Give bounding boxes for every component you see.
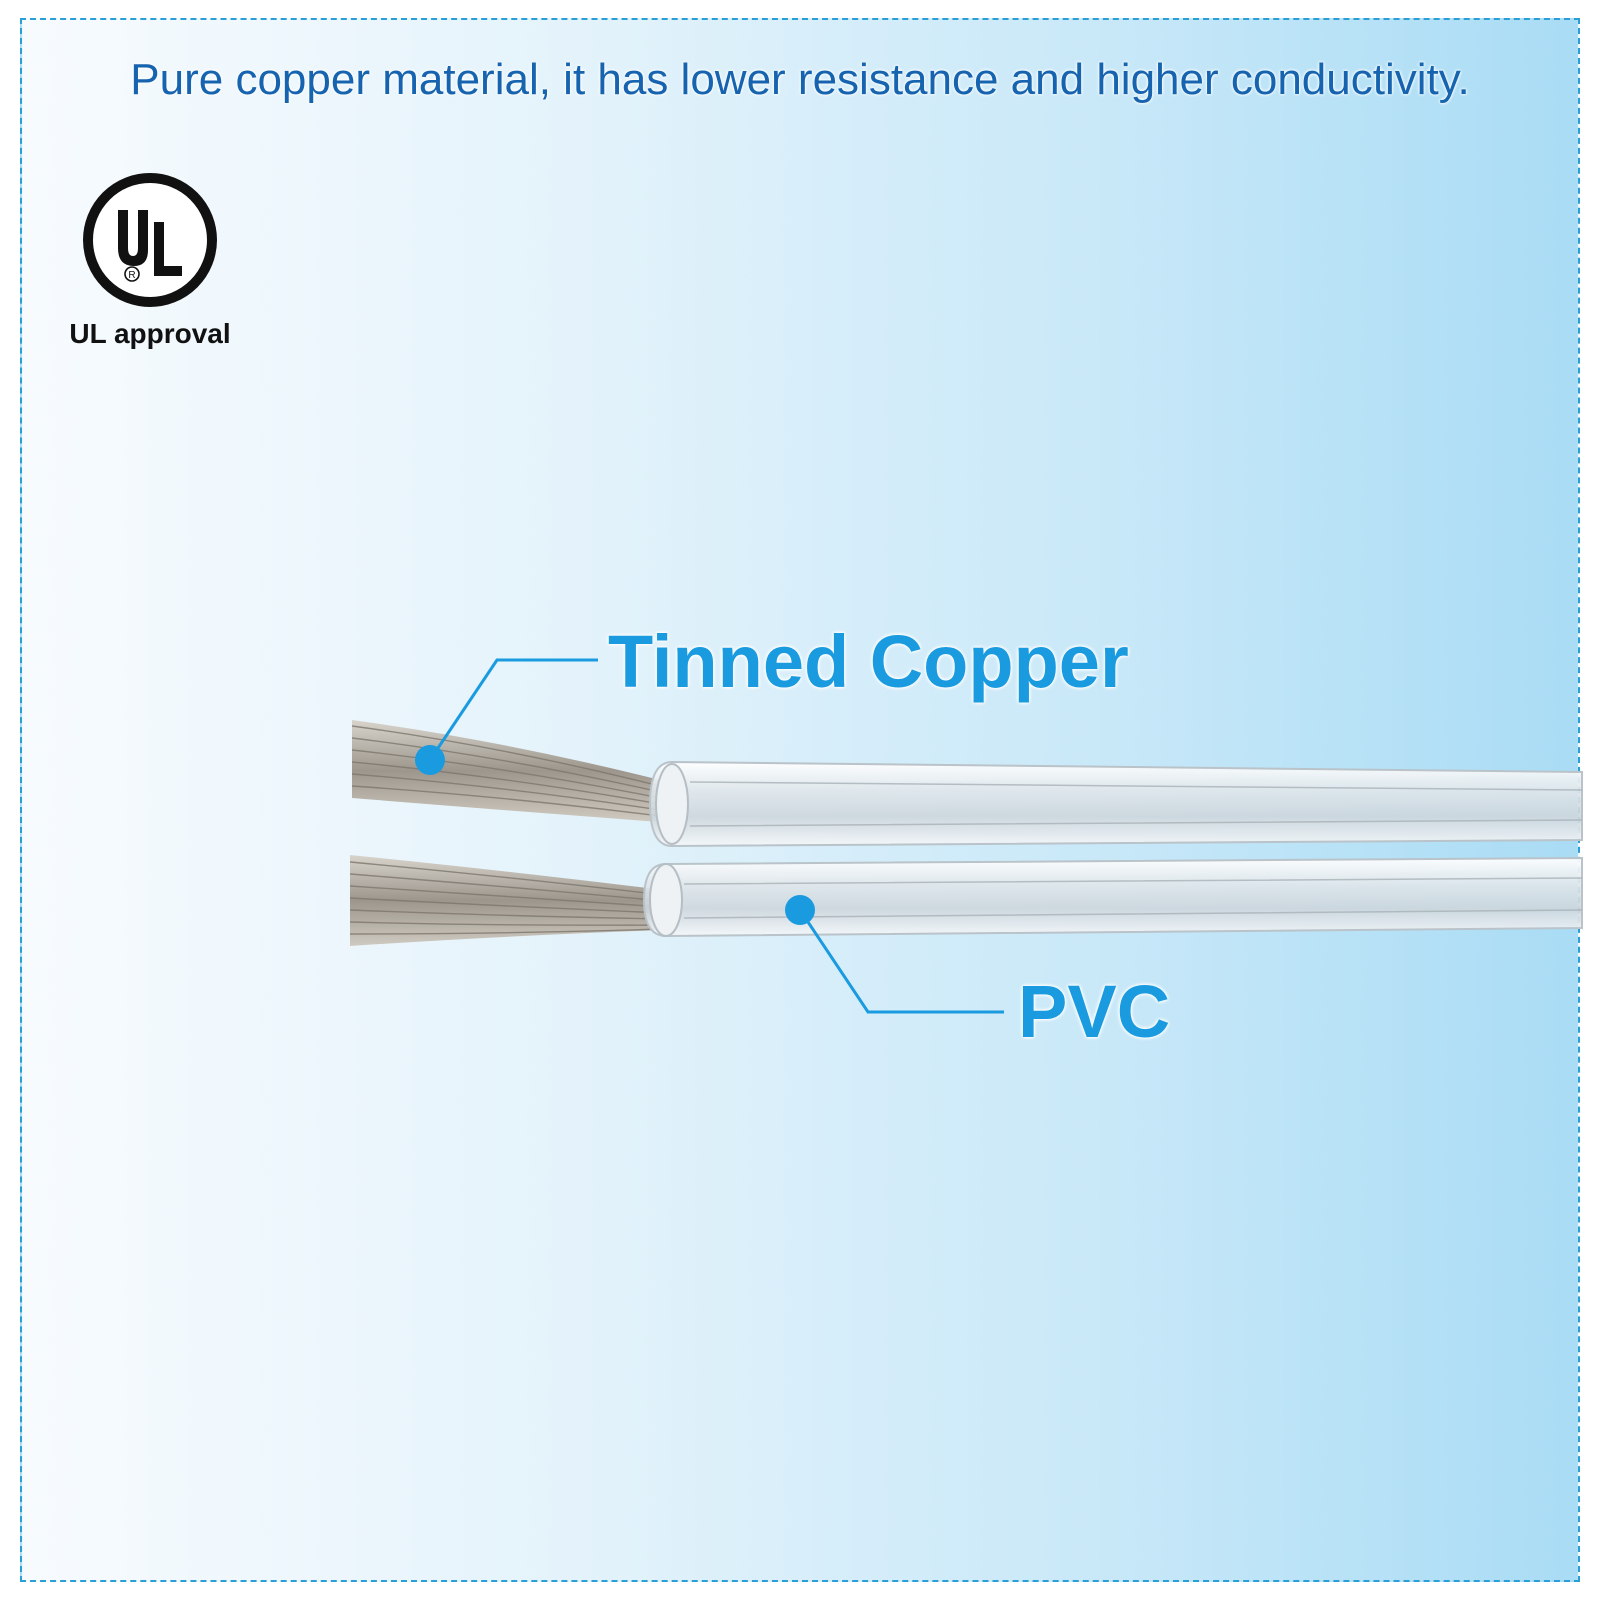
upper-pvc-jacket (648, 760, 1583, 848)
lower-tinned-strands (349, 855, 665, 946)
pvc-label: PVC (1018, 970, 1171, 1053)
tinned-copper-leader (415, 658, 598, 775)
headline: Pure copper material, it has lower resis… (130, 55, 1470, 104)
pvc-leader (785, 895, 1004, 1014)
svg-text:R: R (128, 270, 135, 281)
lower-pvc-jacket (642, 856, 1583, 938)
ul-certification-icon: R (83, 173, 217, 307)
upper-tinned-strands (351, 720, 661, 822)
tinned-copper-label: Tinned Copper (608, 620, 1129, 703)
ul-approval-badge: R UL approval (60, 170, 240, 360)
ul-approval-caption: UL approval (69, 318, 231, 349)
